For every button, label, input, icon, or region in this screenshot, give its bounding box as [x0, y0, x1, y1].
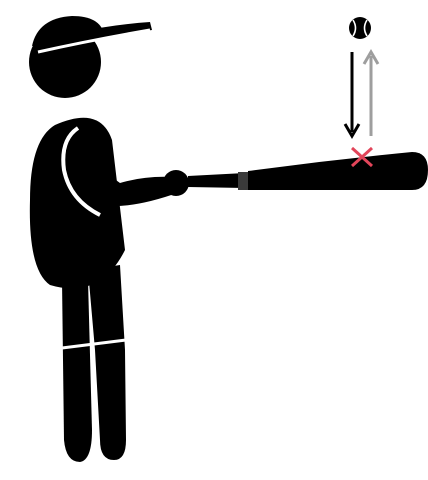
- arrow-up-icon: [364, 52, 378, 136]
- batter-head: [29, 16, 152, 98]
- hands: [163, 170, 189, 196]
- leg-front: [88, 265, 126, 460]
- baseball-bat: [188, 152, 428, 190]
- bat-handle: [188, 173, 245, 188]
- bat-barrel: [248, 152, 428, 190]
- baseball: [349, 17, 371, 39]
- arrow-down-icon: [345, 52, 359, 136]
- leg-rear: [62, 280, 92, 462]
- ball-body: [349, 17, 371, 39]
- batter-figure: [29, 16, 189, 462]
